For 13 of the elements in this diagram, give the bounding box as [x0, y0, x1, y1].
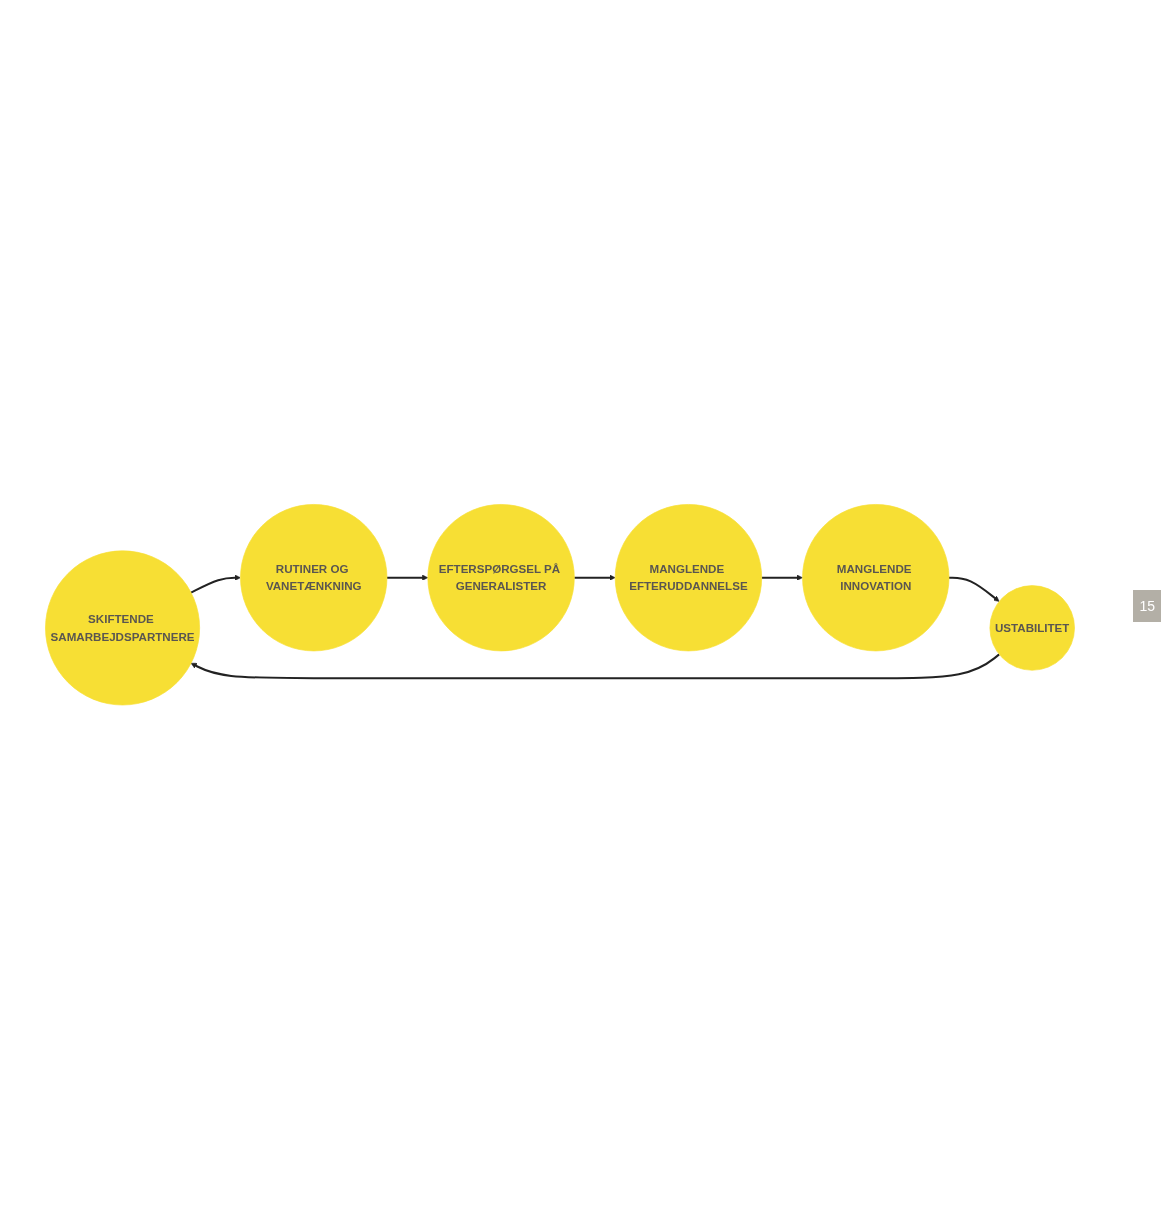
arrow	[761, 574, 803, 581]
arrow	[386, 574, 429, 581]
arrow	[190, 574, 241, 594]
page-number: 15	[1133, 590, 1161, 622]
node-circle: USTABILITET	[989, 585, 1075, 671]
arrow	[574, 574, 616, 581]
node-circle: SKIFTENDE SAMARBEJDSPARTNERE	[45, 550, 200, 706]
node-circle: EFTERSPØRGSEL PÅ GENERALISTER	[427, 504, 575, 652]
arrow	[190, 653, 1000, 680]
arrow	[949, 576, 1000, 602]
node-circle: RUTINER OG VANETÆNKNING	[240, 504, 388, 652]
node-circle: MANGLENDE INNOVATION	[802, 504, 950, 652]
node-circle: MANGLENDE EFTERUDDANNELSE	[614, 504, 762, 652]
